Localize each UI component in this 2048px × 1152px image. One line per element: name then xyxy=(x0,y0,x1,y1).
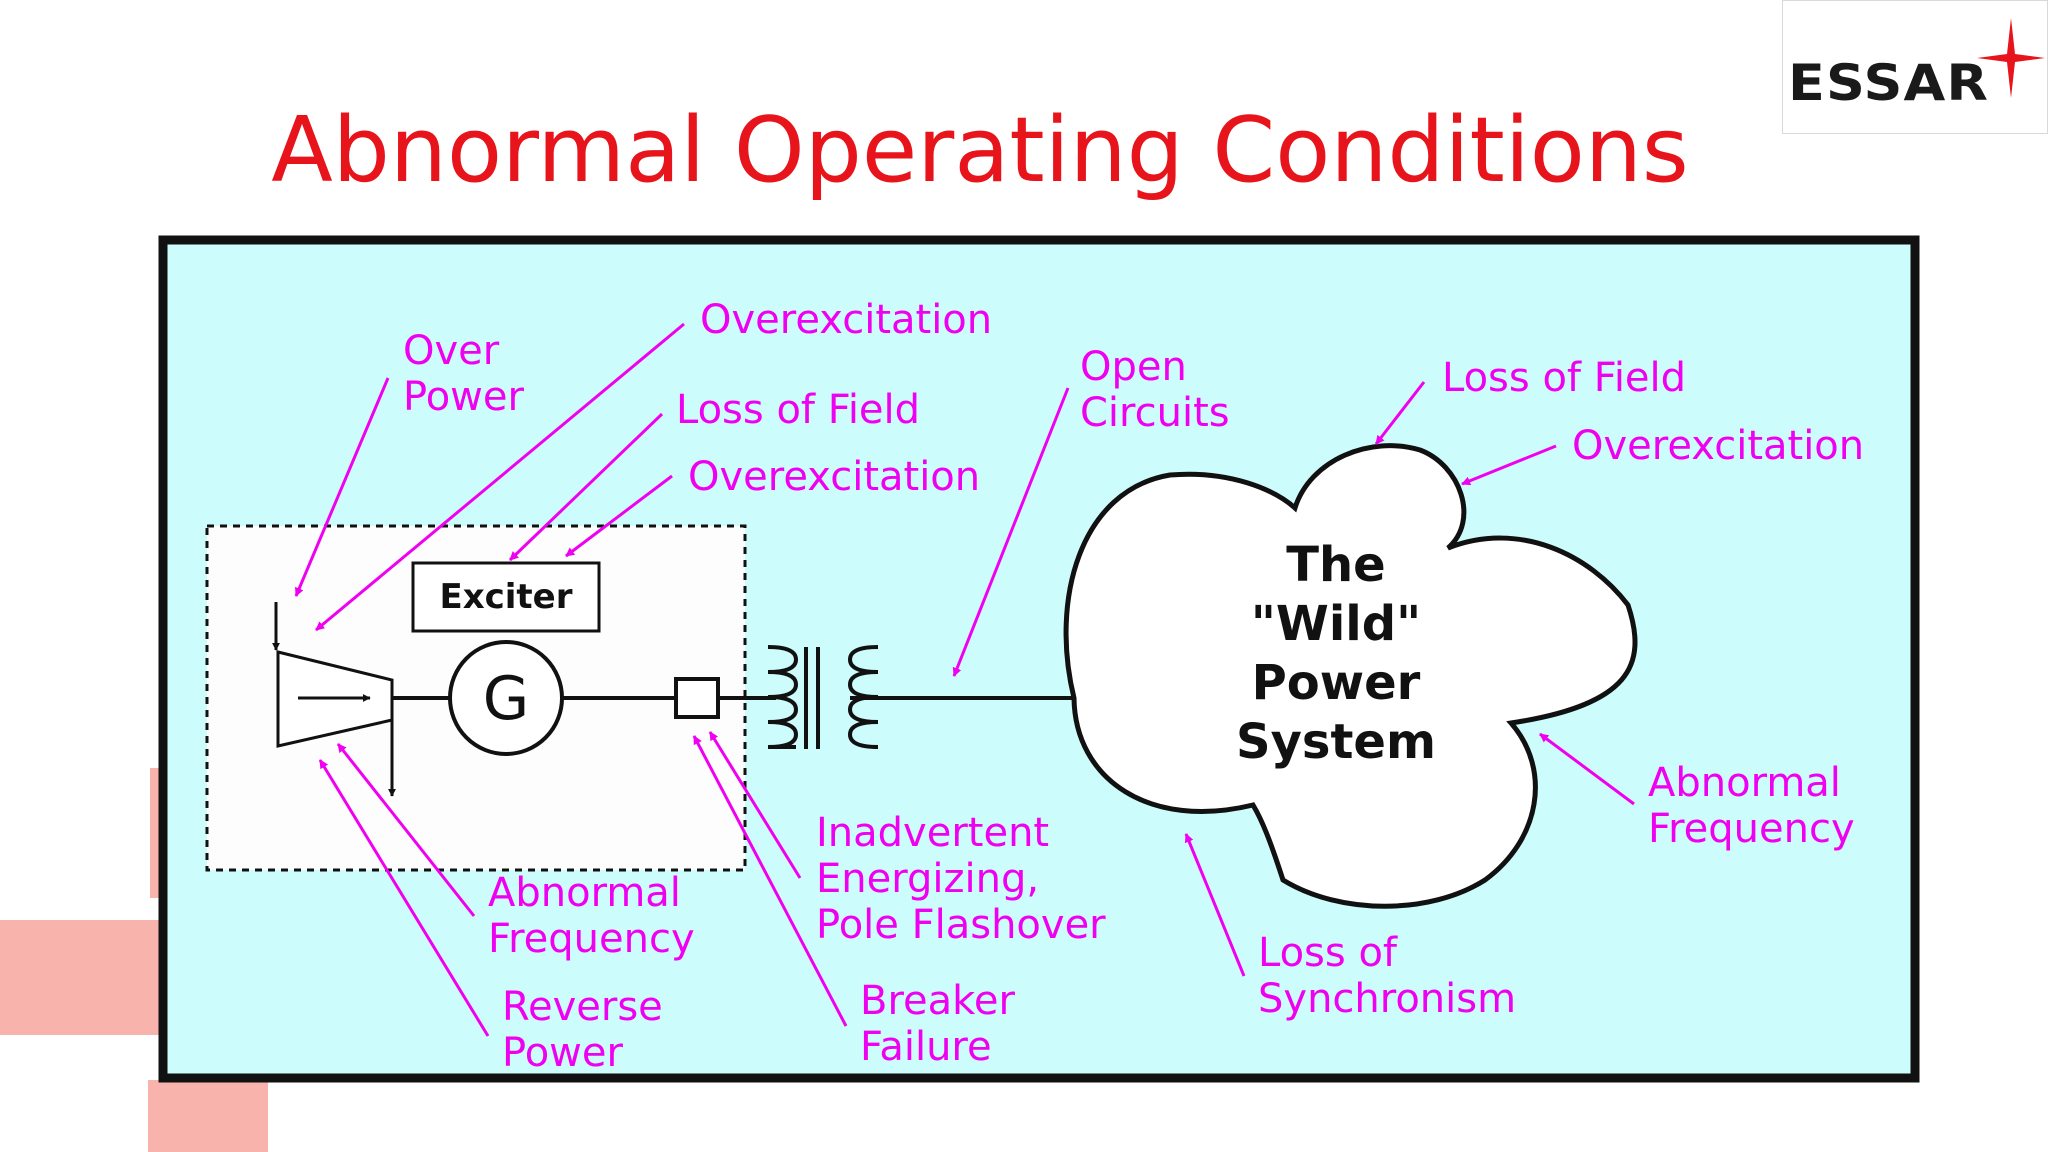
arrow-overexcitation-mid xyxy=(565,474,673,558)
transformer-icon xyxy=(767,645,879,749)
label-reverse-power: Reverse Power xyxy=(502,984,663,1076)
label-overexcitation-right: Overexcitation xyxy=(1572,423,1865,469)
arrow-overexcitation-top xyxy=(315,322,685,632)
power-system-label: The "Wild" Power System xyxy=(1236,537,1436,770)
generator-label: G xyxy=(482,664,530,734)
label-abnormal-frequency-right: Abnormal Frequency xyxy=(1648,760,1855,852)
arrow-inadvertent-energizing xyxy=(708,731,802,879)
exciter-label: Exciter xyxy=(439,577,573,617)
arrow-open-circuits xyxy=(952,387,1070,677)
arrow-over-power xyxy=(294,377,390,597)
arrow-breaker-failure xyxy=(692,735,848,1027)
exciter-box xyxy=(411,561,601,633)
label-overexcitation-top: Overexcitation xyxy=(700,297,993,343)
logo-text: ESSAR xyxy=(1788,54,1990,112)
arrow-loss-of-synchronism xyxy=(1184,833,1246,977)
decorative-block xyxy=(0,920,170,1035)
decorative-block xyxy=(148,1080,268,1152)
page-title: Abnormal Operating Conditions xyxy=(271,98,1689,203)
label-inadvertent-energizing: Inadvertent Energizing, Pole Flashover xyxy=(816,810,1106,948)
power-system-cloud xyxy=(1063,443,1638,909)
arrow-loss-of-field-left xyxy=(508,412,664,562)
label-overexcitation-mid: Overexcitation xyxy=(688,454,981,500)
label-loss-of-field-right: Loss of Field xyxy=(1442,355,1687,401)
arrow-reverse-power xyxy=(318,759,490,1037)
label-open-circuits: Open Circuits xyxy=(1080,344,1230,436)
arrow-abnormal-frequency-right xyxy=(1539,732,1635,806)
breaker-icon xyxy=(674,677,720,719)
label-over-power: Over Power xyxy=(403,328,524,420)
label-loss-of-synchronism: Loss of Synchronism xyxy=(1258,930,1517,1022)
label-abnormal-frequency-left: Abnormal Frequency xyxy=(488,870,695,962)
label-breaker-failure: Breaker Failure xyxy=(860,978,1015,1070)
label-loss-of-field-left: Loss of Field xyxy=(676,387,921,433)
arrow-loss-of-field-right xyxy=(1374,381,1426,445)
arrow-abnormal-frequency-left xyxy=(336,743,476,917)
arrow-overexcitation-right xyxy=(1461,444,1557,486)
plus-star-icon xyxy=(1977,18,2045,98)
